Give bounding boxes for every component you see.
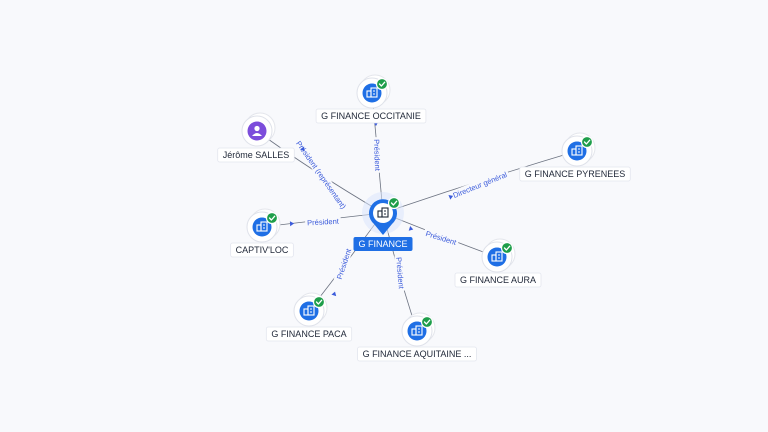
verified-check-icon	[265, 211, 279, 225]
edge-label-occitanie: Président	[372, 139, 382, 172]
center-label: G FINANCE	[353, 237, 413, 251]
node-label-captiv-text: CAPTIV'LOC	[236, 245, 289, 255]
edge-label-pyrenees: Directeur général	[452, 170, 509, 200]
node-occitanie[interactable]: G FINANCE OCCITANIE	[315, 74, 427, 124]
node-captiv[interactable]: CAPTIV'LOC	[230, 208, 294, 258]
building-icon	[411, 325, 423, 336]
verified-check-icon	[387, 196, 401, 210]
arrow-icon	[300, 146, 305, 152]
node-label-occitanie: G FINANCE OCCITANIE	[315, 108, 427, 124]
arrow-icon	[408, 225, 414, 231]
node-label-occitanie-text: G FINANCE OCCITANIE	[321, 111, 421, 121]
edge-label-aura: Président	[425, 229, 459, 247]
arrow-icon	[331, 291, 337, 297]
node-paca[interactable]: G FINANCE PACA	[265, 292, 353, 342]
edge-label-group-pyrenees: Directeur général	[448, 168, 511, 201]
node-label-paca: G FINANCE PACA	[265, 326, 353, 342]
edge-label-bg	[372, 136, 383, 173]
arrow-icon	[289, 221, 295, 227]
edge-label-paca: Président	[335, 247, 354, 281]
edge-label-bg	[422, 228, 460, 248]
building-icon	[377, 207, 389, 218]
verified-check-icon	[312, 295, 326, 309]
verified-check-icon	[420, 315, 434, 329]
verified-check-icon	[580, 135, 594, 149]
edge-label-group-captiv: Président	[289, 216, 342, 228]
building-icon	[256, 221, 268, 232]
person-icon	[252, 125, 262, 136]
node-pyrenees[interactable]: G FINANCE PYRENEES	[519, 132, 631, 182]
edge-label-bg	[449, 168, 511, 201]
building-icon	[491, 251, 503, 262]
building-icon	[571, 145, 583, 156]
node-label-aquitaine: G FINANCE AQUITAINE ...	[357, 346, 477, 362]
node-aquitaine[interactable]: G FINANCE AQUITAINE ...	[357, 312, 477, 362]
arrow-icon	[448, 195, 454, 200]
edge-label-group-jerome: Président (représentant)	[293, 137, 350, 213]
edge-label-group-occitanie: Président	[372, 121, 383, 173]
edge-label-group-paca: Président	[331, 245, 354, 297]
edge-label-group-aura: Président	[408, 225, 460, 248]
node-label-aura: G FINANCE AURA	[454, 272, 542, 288]
edge-label-bg	[394, 254, 407, 292]
node-aura[interactable]: G FINANCE AURA	[454, 238, 542, 288]
center-label-text: G FINANCE	[358, 239, 407, 249]
building-icon	[366, 87, 378, 98]
edge-label-bg	[304, 216, 342, 227]
node-label-captiv: CAPTIV'LOC	[230, 242, 294, 258]
building-icon	[303, 305, 315, 316]
edge-label-bg	[333, 245, 354, 283]
edge-label-captiv: Président	[307, 217, 340, 228]
verified-check-icon	[500, 241, 514, 255]
node-label-jerome-text: Jérôme SALLES	[223, 150, 290, 160]
nodes-layer: G FINANCE OCCITANIE Jérôme SALLES G FINANC…	[217, 74, 631, 362]
center-node[interactable]: G FINANCE	[353, 192, 413, 251]
node-label-pyrenees: G FINANCE PYRENEES	[519, 166, 631, 182]
edge-label-aquitaine: Président	[394, 257, 406, 290]
node-label-aura-text: G FINANCE AURA	[460, 275, 536, 285]
node-label-paca-text: G FINANCE PACA	[271, 329, 346, 339]
node-label-aquitaine-text: G FINANCE AQUITAINE ...	[363, 349, 472, 359]
edge-label-bg	[293, 137, 350, 213]
node-label-jerome: Jérôme SALLES	[217, 147, 295, 163]
node-label-pyrenees-text: G FINANCE PYRENEES	[525, 169, 626, 179]
verified-check-icon	[375, 77, 389, 91]
node-jerome[interactable]: Jérôme SALLES	[217, 112, 295, 163]
